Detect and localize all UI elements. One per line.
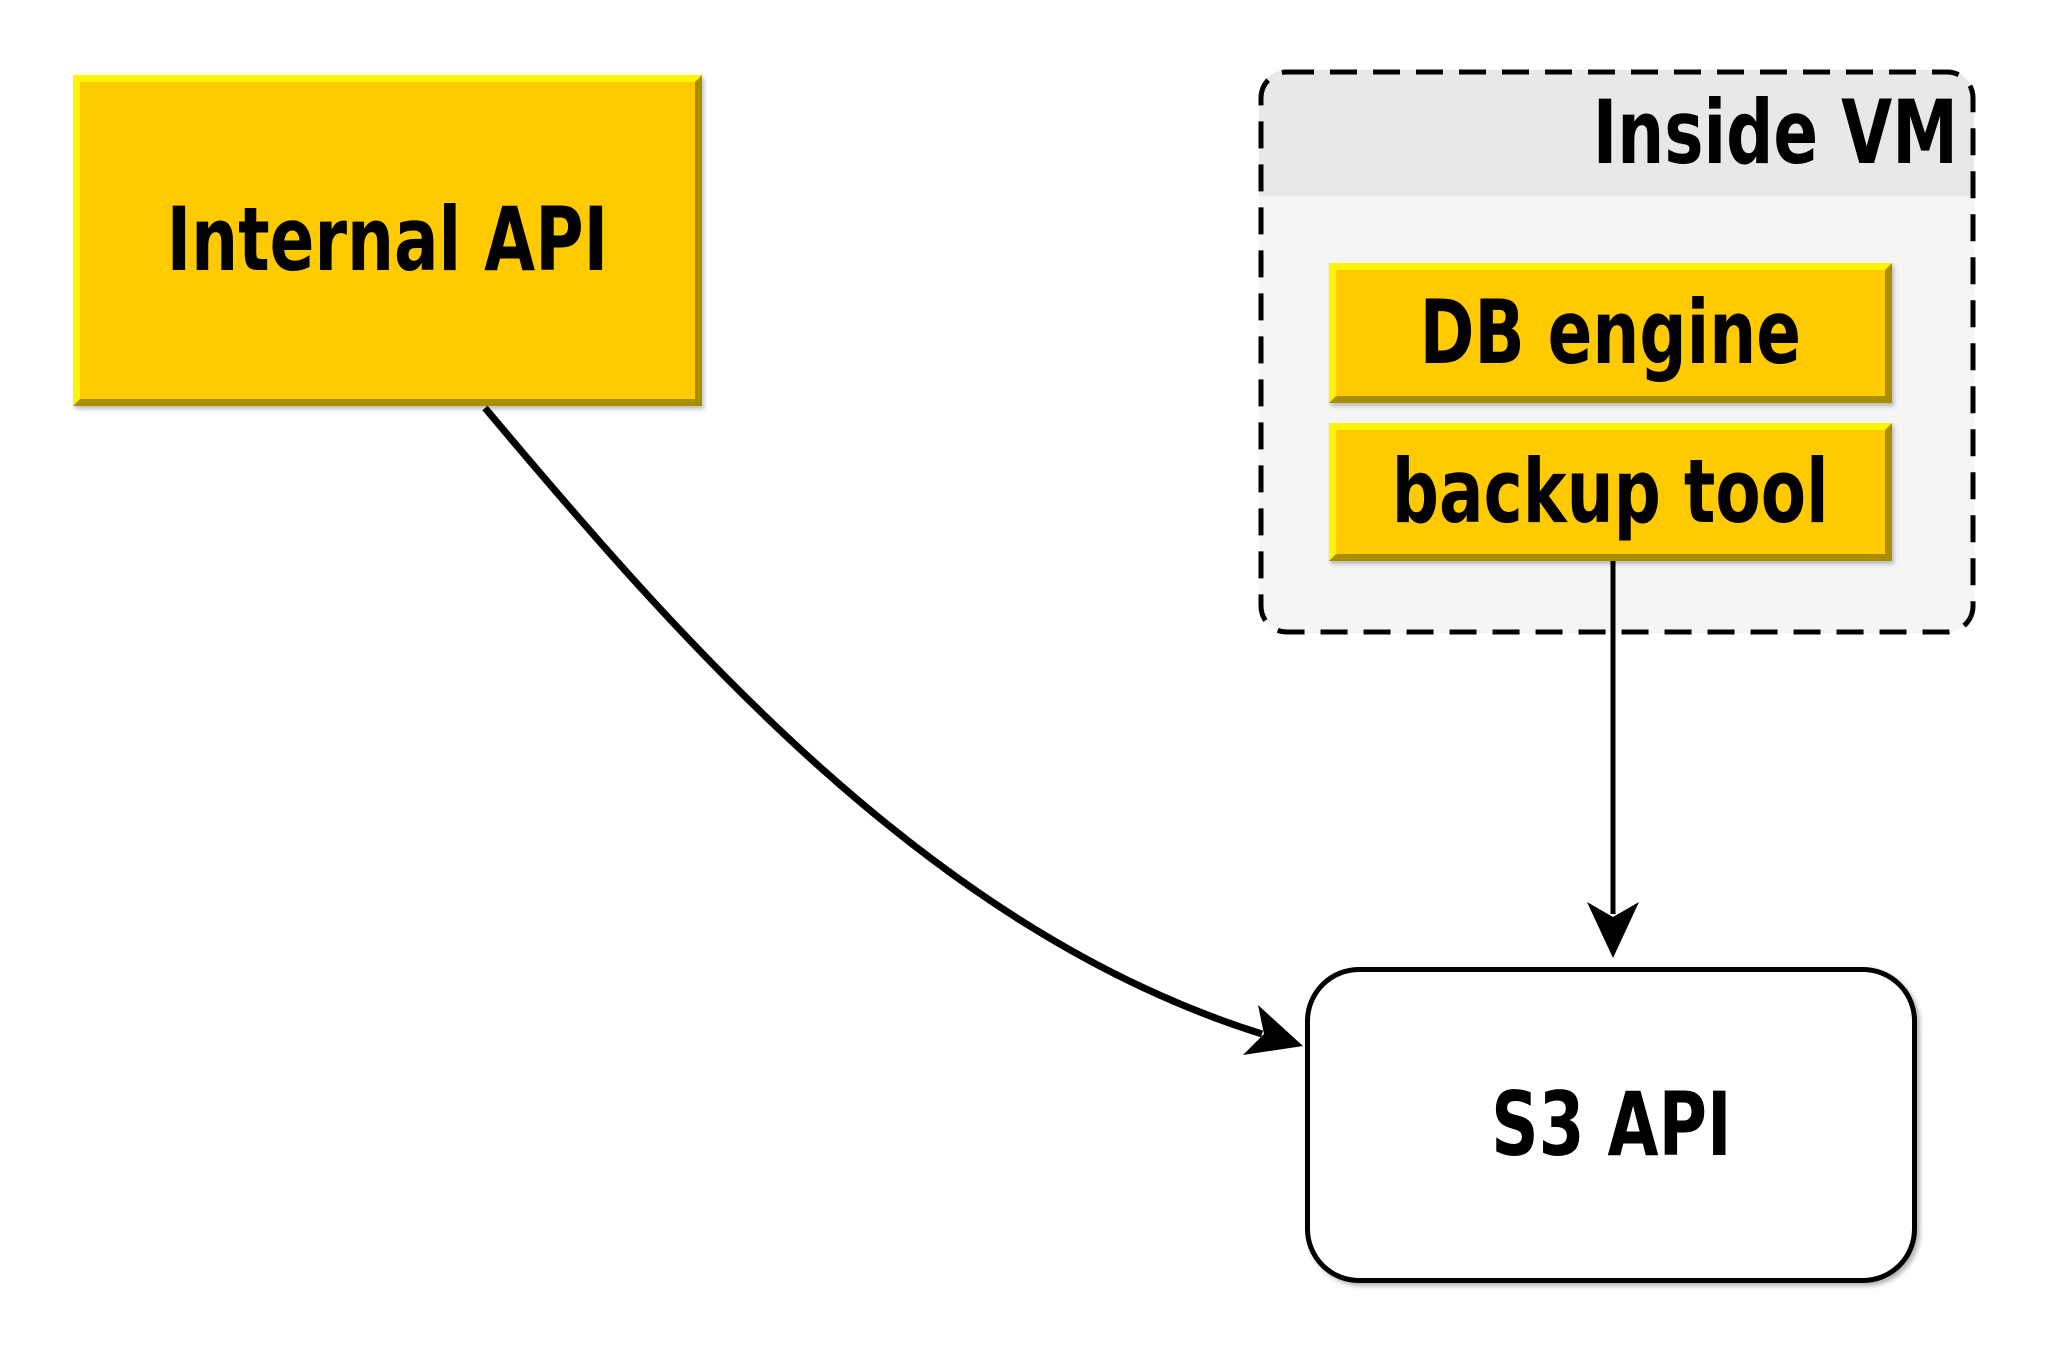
arrowhead-icon: [1587, 902, 1639, 958]
node-db-engine-label: DB engine: [1419, 280, 1802, 384]
node-backup-tool: backup tool: [1329, 423, 1892, 561]
node-db-engine: DB engine: [1329, 263, 1892, 403]
node-s3-api: S3 API: [1305, 967, 1917, 1283]
node-internal-api: Internal API: [73, 75, 702, 406]
arrowhead-icon: [1243, 1005, 1303, 1055]
vm-cluster-label: Inside VM: [1592, 80, 1958, 184]
node-backup-tool-label: backup tool: [1392, 439, 1829, 543]
node-s3-api-label: S3 API: [1490, 1072, 1732, 1176]
vm-cluster-header: Inside VM: [1259, 70, 1974, 196]
edge-curve: [482, 405, 1264, 1038]
edge-internal-api-to-s3-api: [482, 405, 1303, 1055]
node-internal-api-label: Internal API: [166, 188, 609, 292]
